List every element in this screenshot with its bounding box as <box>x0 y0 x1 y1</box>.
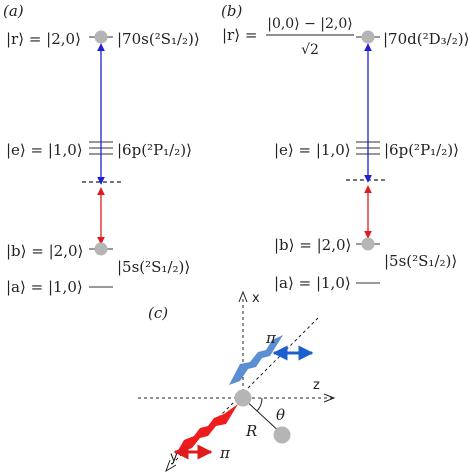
panel-c-label: (c) <box>148 304 168 322</box>
panel-b-r-atom <box>361 30 375 44</box>
pi-bottom: π <box>219 444 231 462</box>
panel-a-a-label: |a⟩ = |1,0⟩ <box>6 278 83 296</box>
panel-b-b-state: |5s(²S₁/₂)⟩ <box>384 252 457 270</box>
panel-a-e-label: |e⟩ = |1,0⟩ <box>6 141 83 159</box>
panel-a-r-atom <box>94 30 108 44</box>
x-axis-head <box>238 290 248 303</box>
panel-a-b-atom <box>94 242 108 256</box>
z-axis-head <box>323 393 336 403</box>
panel-b-r-numerator: |0,0⟩ − |2,0⟩ <box>267 16 353 32</box>
theta-label: θ <box>276 406 285 424</box>
atom-second <box>273 426 291 444</box>
z-axis-label: z <box>313 378 320 393</box>
pi-top: π <box>265 329 277 347</box>
panel-b-r-prefix: |r⟩ = <box>222 26 257 44</box>
interatomic-line <box>242 397 283 435</box>
distance-label: R <box>245 422 257 440</box>
panel-b-e-label: |e⟩ = |1,0⟩ <box>274 141 351 159</box>
atom-origin <box>234 389 252 407</box>
panel-a: (a) |r⟩ = |2,0⟩ |70s(²S₁/₂)⟩ |e⟩ = |1,0⟩… <box>3 2 200 296</box>
panel-b-a-label: |a⟩ = |1,0⟩ <box>274 274 351 292</box>
panel-c: (c) x z y π π θ R <box>138 290 336 473</box>
panel-b-label: (b) <box>221 2 242 20</box>
y-axis-head <box>165 459 177 473</box>
panel-a-b-state: |5s(²S₁/₂)⟩ <box>117 258 190 276</box>
theta-arc <box>256 397 263 412</box>
panel-b-b-atom <box>361 237 375 251</box>
panel-a-e-state: |6p(²P₁/₂)⟩ <box>117 141 192 159</box>
blue-beam <box>229 335 283 385</box>
panel-b-r-denominator: √2 <box>301 42 319 58</box>
panel-a-r-label: |r⟩ = |2,0⟩ <box>6 30 81 48</box>
panel-b-r-state: |70d(²D₃/₂)⟩ <box>383 30 469 48</box>
panel-b-b-label: |b⟩ = |2,0⟩ <box>274 236 351 254</box>
panel-b-e-state: |6p(²P₁/₂)⟩ <box>384 141 459 159</box>
panel-b: (b) |r⟩ = |0,0⟩ − |2,0⟩ √2 |70d(²D₃/₂)⟩ … <box>221 2 469 292</box>
panel-a-r-state: |70s(²S₁/₂)⟩ <box>117 30 200 48</box>
panel-a-b-label: |b⟩ = |2,0⟩ <box>6 242 83 260</box>
red-beam <box>176 404 238 454</box>
panel-a-label: (a) <box>3 2 24 20</box>
x-axis-label: x <box>252 291 260 306</box>
